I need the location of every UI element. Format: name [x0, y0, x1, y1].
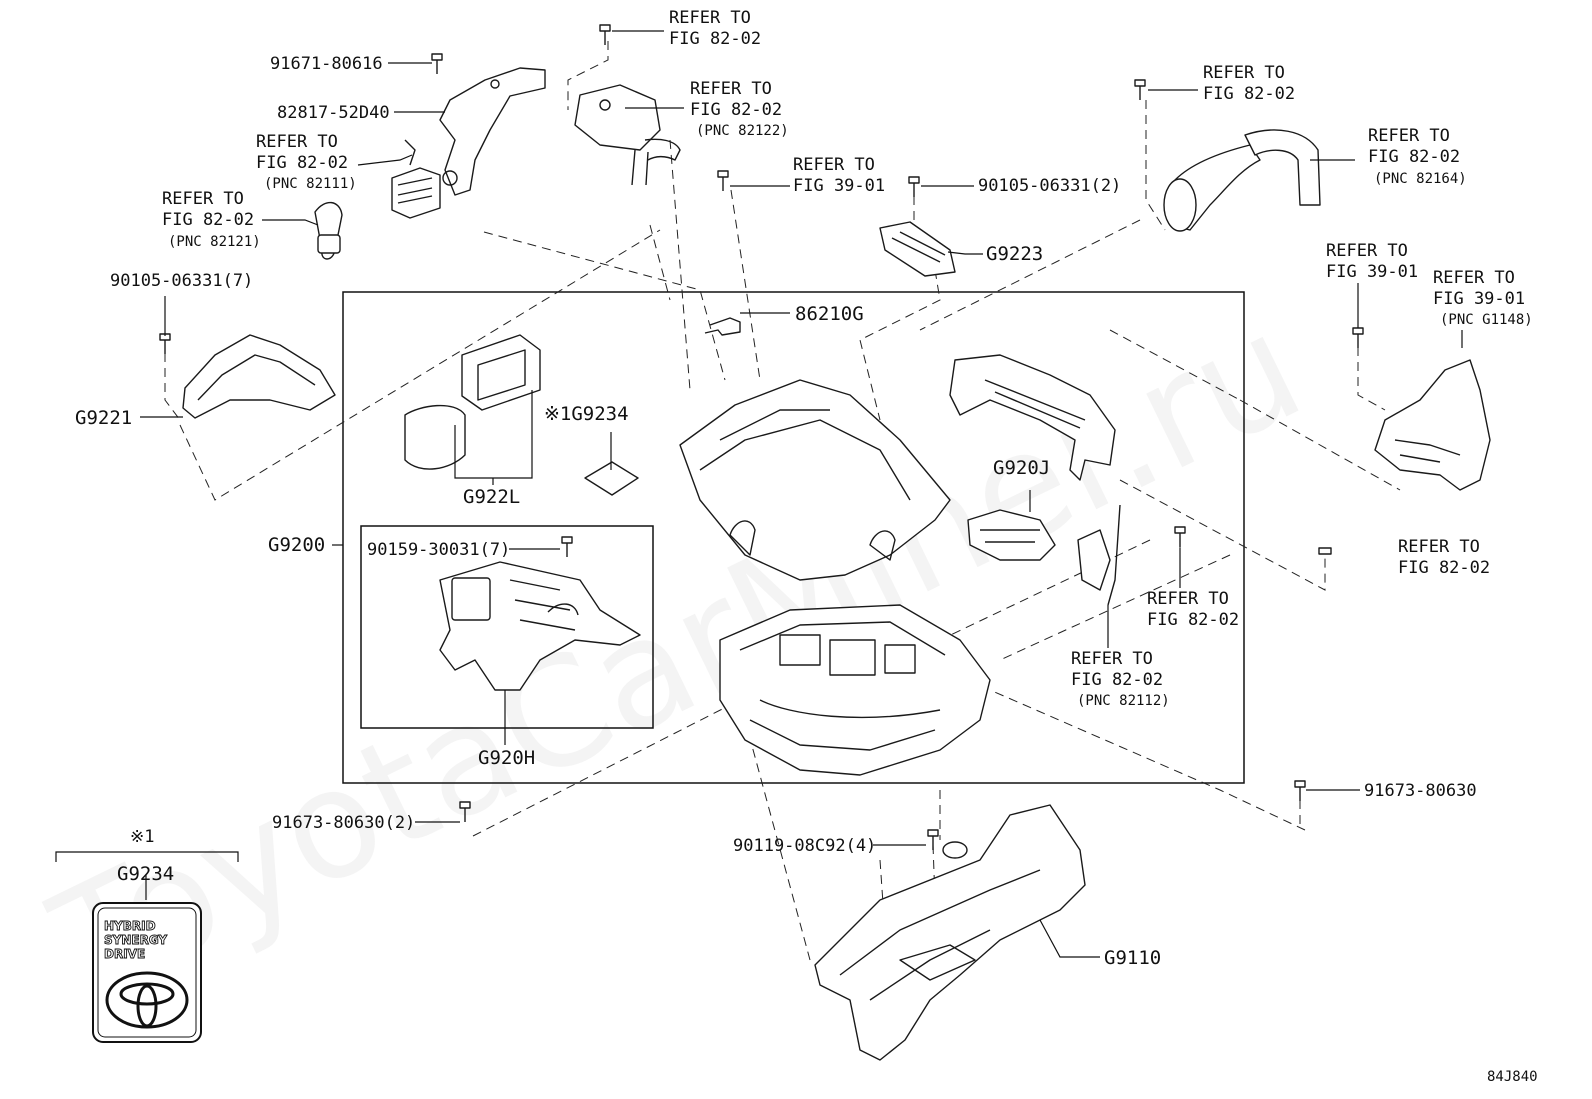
- label-refer-82-02-pnc82111: REFER TO FIG 82-02 (PNC 82111): [256, 132, 357, 192]
- label-g9110: G9110: [1104, 947, 1161, 969]
- svg-text:REFER TO: REFER TO: [1326, 241, 1408, 261]
- base-bracket-g9110: [814, 804, 1086, 1061]
- svg-text:(PNC 82111): (PNC 82111): [264, 176, 357, 192]
- label-90105-06331-2: 90105-06331(2): [978, 176, 1121, 196]
- svg-text:REFER TO: REFER TO: [1203, 63, 1285, 83]
- label-refer-82-02-br: REFER TO FIG 82-02: [1398, 537, 1490, 578]
- clip-86210g: [704, 317, 741, 336]
- svg-text:FIG 82-02: FIG 82-02: [669, 29, 761, 49]
- svg-text:REFER TO: REFER TO: [1368, 126, 1450, 146]
- label-refer-39-01-mid: REFER TO FIG 39-01: [793, 155, 885, 196]
- connector-82111: [391, 139, 441, 219]
- gasket-g9223: [879, 221, 956, 277]
- svg-text:FIG 82-02: FIG 82-02: [690, 100, 782, 120]
- svg-text:FIG 39-01: FIG 39-01: [1326, 262, 1418, 282]
- legend-g9234: ※1 G9234 HYBRID SYNERGY DRIVE: [55, 827, 239, 1043]
- svg-text:REFER TO: REFER TO: [1398, 537, 1480, 557]
- label-refer-82-02-mid: REFER TO FIG 82-02: [1147, 589, 1239, 630]
- svg-text:REFER TO: REFER TO: [690, 79, 772, 99]
- dashed-guide-lines: [164, 41, 1401, 1006]
- label-refer-82-02-pnc82122: REFER TO FIG 82-02 (PNC 82122): [690, 79, 789, 139]
- sensor-82112: [1077, 504, 1121, 606]
- emblem-text-synergy: SYNERGY: [104, 933, 167, 947]
- svg-text:FIG 39-01: FIG 39-01: [1433, 289, 1525, 309]
- leader-lines: [140, 30, 1463, 958]
- svg-text:FIG 82-02: FIG 82-02: [162, 210, 254, 230]
- label-g9223: G9223: [986, 243, 1043, 265]
- label-g922l: G922L: [463, 486, 520, 508]
- assembly-frame-g9200: [342, 291, 1245, 784]
- svg-text:(PNC 82121): (PNC 82121): [168, 234, 261, 250]
- label-90119-08c92-4: 90119-08C92(4): [733, 836, 876, 856]
- inverter-cover: [679, 379, 951, 581]
- svg-text:REFER TO: REFER TO: [256, 132, 338, 152]
- connector-g922l: [404, 334, 541, 470]
- hose-82164: [1163, 129, 1321, 232]
- bracket-top-right: [949, 354, 1116, 481]
- label-refer-39-01-pncg1148: REFER TO FIG 39-01 (PNC G1148): [1433, 268, 1533, 328]
- label-g920h: G920H: [478, 747, 535, 769]
- label-91673-80630-2: 91673-80630(2): [272, 813, 415, 833]
- svg-text:REFER TO: REFER TO: [793, 155, 875, 175]
- label-g920j: G920J: [993, 457, 1050, 479]
- seal-g9221: [182, 334, 336, 419]
- diagram-code: 84J840: [1487, 1069, 1538, 1085]
- label-refer-82-02-pnc82121: REFER TO FIG 82-02 (PNC 82121): [162, 189, 261, 250]
- svg-text:FIG 39-01: FIG 39-01: [793, 176, 885, 196]
- bolt-icons: [159, 24, 1364, 850]
- toyota-logo-icon: [105, 971, 189, 1029]
- bracket-g1148: [1374, 359, 1491, 491]
- svg-text:REFER TO: REFER TO: [1071, 649, 1153, 669]
- label-refer-82-02-right: REFER TO FIG 82-02: [1203, 63, 1295, 104]
- label-82817-52d40: 82817-52D40: [277, 103, 390, 123]
- label-refer-82-02-pnc82164: REFER TO FIG 82-02 (PNC 82164): [1368, 126, 1467, 187]
- label-refer-82-02-pnc82112: REFER TO FIG 82-02 (PNC 82112): [1071, 649, 1170, 709]
- emblem-text-hybrid: HYBRID: [104, 919, 156, 933]
- svg-text:REFER TO: REFER TO: [162, 189, 244, 209]
- svg-text:FIG 82-02: FIG 82-02: [1147, 610, 1239, 630]
- label-refer-39-01-right: REFER TO FIG 39-01: [1326, 241, 1418, 282]
- svg-text:(PNC 82164): (PNC 82164): [1374, 171, 1467, 187]
- label-g9200: G9200: [268, 534, 325, 556]
- bracket-82817: [439, 67, 546, 196]
- svg-text:(PNC 82122): (PNC 82122): [696, 123, 789, 139]
- label-g9234-small: [584, 461, 639, 496]
- emblem-text-drive: DRIVE: [104, 947, 145, 961]
- subassembly-frame-g920h: [360, 525, 654, 729]
- terminal-block-g920j: [967, 509, 1056, 561]
- label-refer-82-02-top: REFER TO FIG 82-02: [669, 8, 761, 49]
- svg-text:REFER TO: REFER TO: [1147, 589, 1229, 609]
- label-90159-30031-7: 90159-30031(7): [367, 540, 510, 560]
- footnote-mark: ※1: [130, 827, 154, 847]
- svg-text:(PNC 82112): (PNC 82112): [1077, 693, 1170, 709]
- label-91671-80616: 91671-80616: [270, 54, 383, 74]
- svg-text:(PNC G1148): (PNC G1148): [1440, 312, 1533, 328]
- label-g9234: G9234: [117, 863, 174, 885]
- inverter-lower-assembly: [719, 604, 991, 776]
- svg-text:FIG 82-02: FIG 82-02: [1071, 670, 1163, 690]
- label-86210g: 86210G: [795, 303, 864, 325]
- board-g920h: [439, 561, 641, 691]
- svg-text:FIG 82-02: FIG 82-02: [256, 153, 348, 173]
- svg-text:FIG 82-02: FIG 82-02: [1203, 84, 1295, 104]
- svg-text:FIG 82-02: FIG 82-02: [1398, 558, 1490, 578]
- label-g9234-ref: ※1G9234: [544, 403, 629, 425]
- svg-text:REFER TO: REFER TO: [1433, 268, 1515, 288]
- connector-82122: [574, 84, 681, 186]
- label-90105-06331-7: 90105-06331(7): [110, 271, 253, 291]
- label-91673-80630: 91673-80630: [1364, 781, 1477, 801]
- svg-text:FIG 82-02: FIG 82-02: [1368, 147, 1460, 167]
- label-g9221: G9221: [75, 407, 132, 429]
- svg-text:REFER TO: REFER TO: [669, 8, 751, 28]
- connector-82121: [314, 201, 343, 260]
